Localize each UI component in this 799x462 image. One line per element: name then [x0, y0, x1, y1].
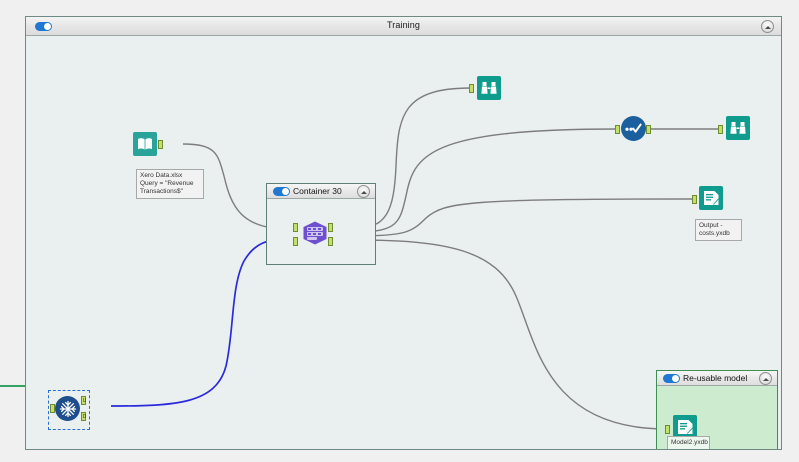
macro-hex-icon[interactable] — [302, 221, 328, 245]
browse-right-input-anchor[interactable] — [718, 125, 723, 134]
macro-output-anchor-m[interactable] — [328, 237, 333, 246]
container-reusable-title: Re-usable model — [683, 373, 748, 383]
macro-selected-input-anchor[interactable] — [50, 404, 55, 413]
connection-macro-to-output-model2 — [355, 239, 667, 430]
document-output-icon[interactable] — [673, 415, 697, 439]
workflow-canvas[interactable]: Container 30 Re-usable model — [26, 36, 781, 449]
binoculars-glyph — [730, 122, 746, 134]
browse-top-input-anchor[interactable] — [469, 84, 474, 93]
workflow-collapse-button[interactable] — [761, 20, 774, 33]
workflow-title: Training — [387, 20, 420, 30]
container-reusable-titlebar: Re-usable model — [657, 371, 777, 386]
node-output-costs-label: Output - costs.yxdb — [695, 219, 742, 241]
node-macro-selected-marquee — [48, 390, 90, 430]
score-glyph — [625, 123, 642, 133]
document-output-icon[interactable] — [699, 186, 723, 210]
container-30-toggle[interactable] — [273, 187, 290, 196]
score-input-anchor[interactable] — [615, 125, 620, 134]
container-30-collapse-button[interactable] — [357, 185, 370, 198]
macro-selected-anchor-d-label: D — [82, 414, 87, 420]
container-30-title: Container 30 — [293, 186, 342, 196]
container-30-titlebar: Container 30 — [267, 184, 375, 199]
binoculars-browse-icon[interactable] — [477, 76, 501, 100]
binoculars-browse-icon[interactable] — [726, 116, 750, 140]
score-check-circle-icon[interactable] — [621, 116, 646, 141]
book-input-data-icon[interactable] — [133, 132, 157, 156]
macro-input-anchor-i[interactable] — [293, 237, 298, 246]
macro-output-anchor-r[interactable] — [328, 223, 333, 232]
workflow-titlebar: Training — [26, 17, 781, 36]
container-container-30[interactable]: Container 30 — [266, 183, 376, 265]
output-model2-input-anchor[interactable] — [665, 425, 670, 434]
macro-selected-output-anchor-d[interactable]: D — [81, 412, 86, 421]
workflow-toggle[interactable] — [35, 22, 52, 31]
container-reusable-collapse-button[interactable] — [759, 372, 772, 385]
workflow-container: Training — [25, 16, 782, 450]
macro-input-anchor-l[interactable] — [293, 223, 298, 232]
node-input-xero-label: Xero Data.xlsx Query = "Revenue Transact… — [136, 169, 204, 199]
connection-macro-selected-to-macro — [110, 238, 289, 407]
book-glyph — [138, 138, 152, 150]
container-reusable-toggle[interactable] — [663, 374, 680, 383]
macro-selected-anchor-u-label: U — [82, 398, 87, 404]
score-output-anchor[interactable] — [646, 125, 651, 134]
input-xero-output-anchor[interactable] — [158, 140, 163, 149]
node-output-model2-label: Model2.yxdb — [667, 436, 710, 449]
connection-macro-to-score — [355, 128, 618, 233]
snowflake-glyph — [59, 400, 76, 417]
document-pencil-glyph — [677, 420, 693, 434]
connection-macro-to-output-costs — [355, 198, 695, 237]
output-costs-input-anchor[interactable] — [692, 195, 697, 204]
binoculars-glyph — [481, 82, 497, 94]
macro-hex-glyph — [303, 221, 327, 245]
window-bottom-strip — [0, 450, 799, 462]
snowflake-macro-icon[interactable] — [55, 396, 80, 421]
macro-selected-output-anchor-u[interactable]: U — [81, 396, 86, 405]
document-pencil-glyph — [703, 191, 719, 205]
